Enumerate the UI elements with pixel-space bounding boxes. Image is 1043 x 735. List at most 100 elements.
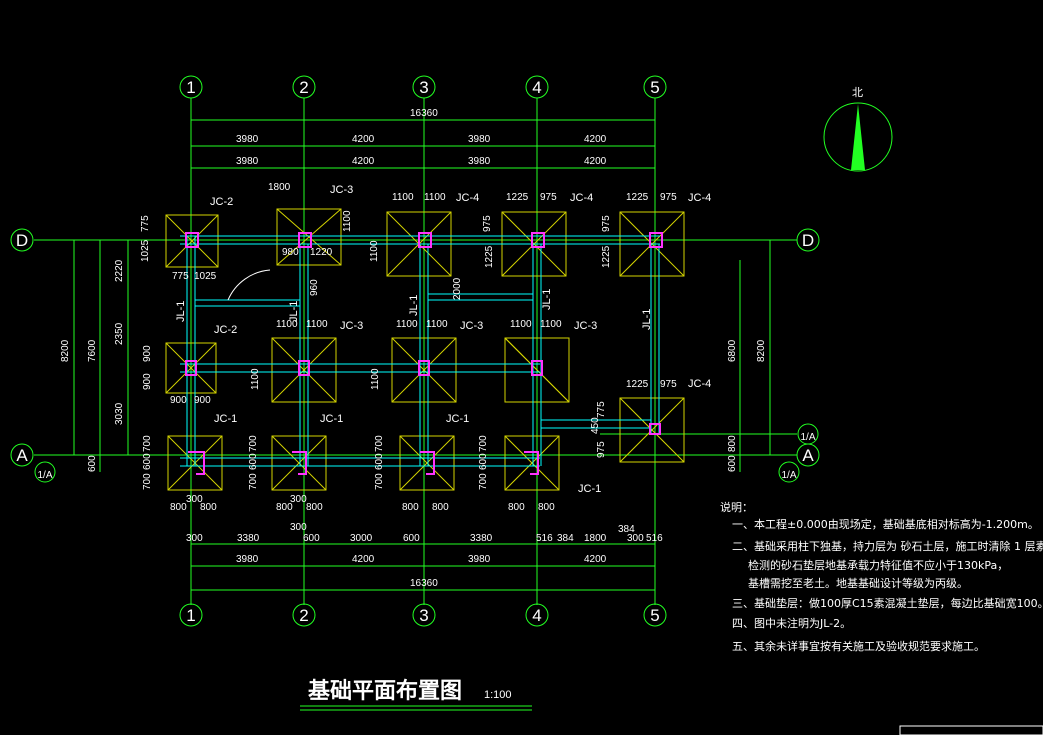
- size-label: 1225: [601, 245, 612, 268]
- size-label: 900: [194, 395, 211, 406]
- footing-tags: JC-2 JC-3 JC-4 JC-4 JC-4 JC-2 JC-3 JC-3 …: [175, 184, 711, 495]
- size-label: 1100: [370, 368, 381, 390]
- size-label: 800: [276, 502, 293, 513]
- size-label: 700: [248, 435, 259, 452]
- drawing-title-block: 基础平面布置图 1:100: [300, 678, 1043, 735]
- axis-right-D-circle: [796, 228, 820, 252]
- bottom-dim-8: 384: [557, 533, 574, 544]
- axis-right-A-label: A: [802, 446, 814, 465]
- bottom-dim-11: 516: [646, 533, 663, 544]
- beam-tag: JL-1: [541, 289, 553, 310]
- bottom-dim-3: 600: [303, 533, 320, 544]
- axis-right-sub-circle: [778, 461, 800, 483]
- note-line-3: 检测的砂石垫层地基承载力特征值不应小于130kPa，: [748, 558, 1008, 572]
- axis-top-2-circle: [292, 75, 316, 99]
- axis-top-4-label: 4: [532, 78, 541, 97]
- axis-top-2-label: 2: [299, 78, 308, 97]
- right-part-2: 600: [727, 455, 738, 472]
- drawing-title: 基础平面布置图: [308, 678, 462, 704]
- note-line-6: 四、图中未注明为JL-2。: [732, 616, 851, 630]
- size-label: 975: [540, 192, 557, 203]
- size-label: 700: [142, 473, 153, 490]
- size-label: 975: [601, 215, 612, 232]
- left-part-2: 2350: [114, 322, 125, 345]
- size-label: 975: [482, 215, 493, 232]
- right-sub-dim: 6800: [727, 339, 738, 362]
- top2-dim-3: 3980: [468, 156, 491, 167]
- axis-top-1-label: 1: [186, 78, 195, 97]
- beam-tag: JL-1: [408, 295, 420, 316]
- footing-tag: JC-3: [340, 320, 363, 332]
- size-label: 1100: [250, 368, 261, 390]
- axis-bottom-3-circle: [412, 603, 436, 627]
- axis-top-3-circle: [412, 75, 436, 99]
- note-line-4: 基槽需挖至老土。地基基础设计等级为丙级。: [748, 576, 968, 590]
- bottom-dim-4: 3000: [350, 533, 373, 544]
- size-label: 1100: [426, 319, 448, 330]
- axis-left-sub-circle: [34, 461, 56, 483]
- dimension-text: 16360 3980 4200 3980 4200 3980 4200 3980…: [60, 108, 767, 589]
- size-label: 775: [596, 401, 607, 418]
- beam-tag: JL-1: [641, 309, 653, 330]
- left-part-1: 2220: [114, 259, 125, 282]
- axis-left-A-label: A: [16, 446, 28, 465]
- left-part-4: 600: [87, 455, 98, 472]
- size-label: 900: [142, 373, 153, 390]
- footing-tag: JC-1: [320, 413, 343, 425]
- size-label: 1100: [306, 319, 328, 330]
- axis-right-1A-label: 1/A: [800, 432, 815, 443]
- size-label: 800: [306, 502, 323, 513]
- size-label: 600: [374, 453, 385, 470]
- footing-size-text: 775 1025 775 1025 1800 980 1220 1100 110…: [140, 182, 677, 513]
- notes: 说明： 一、本工程±0.000由现场定，基础基底相对标高为-1.200m。 二、…: [720, 500, 1043, 653]
- north-arrow-icon: [851, 104, 865, 170]
- extra-dim-4: 384: [618, 524, 635, 535]
- axis-left-sub-label: 1/A: [37, 470, 52, 481]
- size-label: 600: [248, 453, 259, 470]
- footing-tag: JC-4: [456, 192, 479, 204]
- size-label: 800: [538, 502, 555, 513]
- size-label: 1100: [342, 210, 353, 232]
- size-label: 1100: [424, 192, 446, 203]
- bottom-dim-7: 516: [536, 533, 553, 544]
- size-label: 1100: [369, 240, 380, 262]
- size-label: 1225: [626, 379, 649, 390]
- size-label: 1225: [626, 192, 649, 203]
- footings: [165, 208, 685, 491]
- axis-right-D-label: D: [802, 231, 814, 250]
- footing-tag: JC-1: [214, 413, 237, 425]
- size-label: 1100: [276, 319, 298, 330]
- extra-dim-1: 300: [186, 494, 203, 505]
- bottom2-dim-4: 4200: [584, 554, 607, 565]
- bottom-dim-10: 300: [627, 533, 644, 544]
- bottom-total-dim: 16360: [410, 578, 438, 589]
- size-label: 800: [508, 502, 525, 513]
- north-label: 北: [852, 86, 863, 99]
- top-dim-4: 4200: [584, 134, 607, 145]
- bottom-dim-5: 600: [403, 533, 420, 544]
- size-label: 900: [170, 395, 187, 406]
- size-label: 1025: [140, 239, 151, 262]
- footing-tag: JC-3: [574, 320, 597, 332]
- bottom-dim-2: 3380: [237, 533, 260, 544]
- axis-bottom-1-label: 1: [186, 606, 195, 625]
- size-label: 775: [140, 215, 151, 232]
- axis-top-5-label: 5: [650, 78, 659, 97]
- columns: [185, 232, 663, 475]
- size-label: 1220: [310, 247, 333, 258]
- beam-tag: JL-1: [175, 301, 187, 322]
- note-line-2: 二、基础采用柱下独基，持力层为 砂石土层，施工时清除 1 层素填土，: [732, 539, 1043, 553]
- size-label: 800: [200, 502, 217, 513]
- top-dim-3: 3980: [468, 134, 491, 145]
- size-label: 1100: [510, 319, 532, 330]
- size-label: 1800: [268, 182, 291, 193]
- extra-dim-3: 300: [290, 522, 307, 533]
- size-label: 700: [478, 435, 489, 452]
- footing-tag: JC-4: [688, 378, 711, 390]
- size-label: 450: [590, 417, 601, 434]
- size-label: 980: [282, 247, 299, 258]
- note-line-7: 五、其余未详事宜按有关施工及验收规范要求施工。: [732, 639, 985, 653]
- top2-dim-1: 3980: [236, 156, 259, 167]
- size-label: 800: [402, 502, 419, 513]
